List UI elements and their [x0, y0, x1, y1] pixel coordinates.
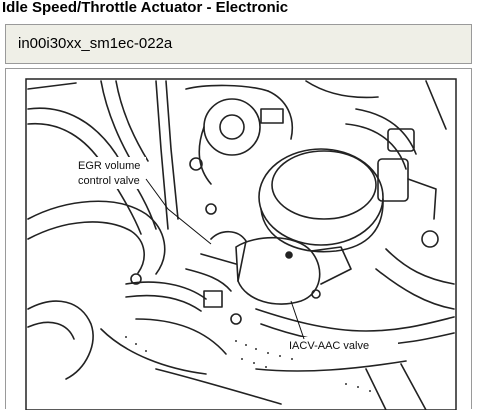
hatching: [125, 336, 371, 392]
page-title: Idle Speed/Throttle Actuator - Electroni…: [2, 0, 289, 16]
egr-callout-line2: control valve: [78, 175, 140, 187]
engine-linework: [27, 80, 455, 410]
leader-lines: [145, 178, 305, 340]
engine-diagram: EGR volume control valve IACV-AAC valve: [25, 78, 457, 410]
image-id-box: in00i30xx_sm1ec-022a: [5, 24, 472, 64]
image-id-text: in00i30xx_sm1ec-022a: [18, 35, 173, 52]
iacv-callout: IACV-AAC valve: [289, 340, 369, 352]
egr-callout-line1: EGR volume: [78, 160, 140, 172]
figure-frame: EGR volume control valve IACV-AAC valve: [5, 68, 472, 410]
